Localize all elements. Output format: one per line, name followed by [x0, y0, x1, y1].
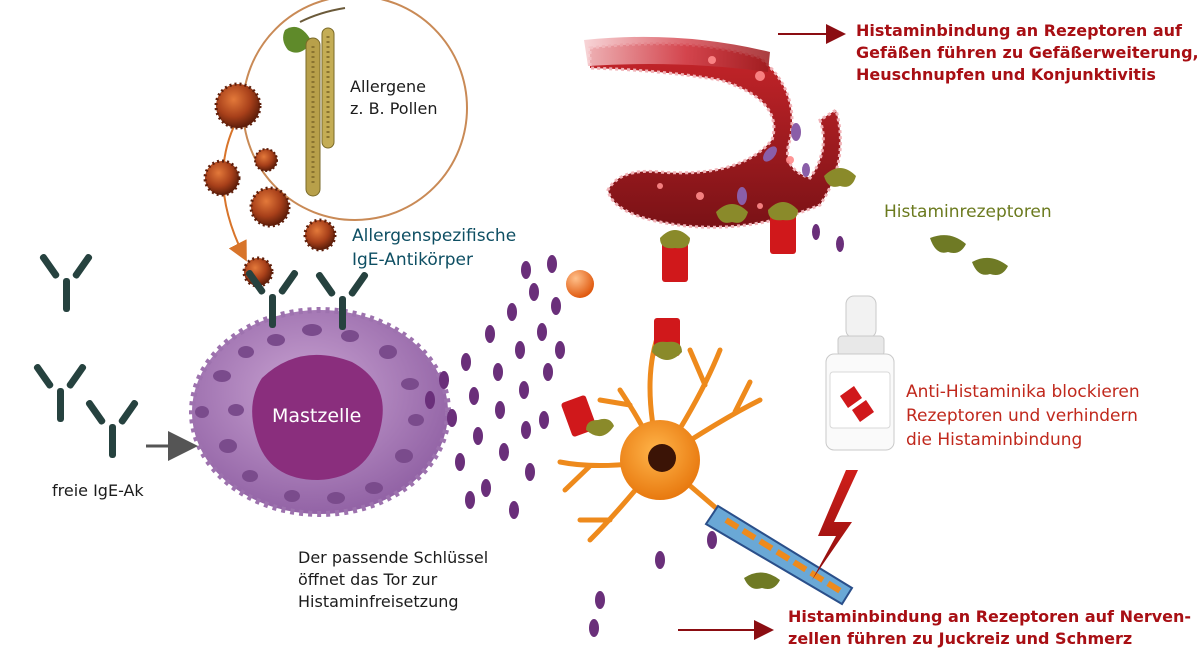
- receptor-icon: [716, 204, 748, 223]
- neuron-nucleus: [648, 444, 676, 472]
- key-caption: Der passende Schlüssel öffnet das Tor zu…: [298, 548, 489, 611]
- free-receptors: [744, 235, 1008, 589]
- receptor-icon: [652, 318, 682, 360]
- antibody-icon: [33, 363, 87, 422]
- mast-cell: [189, 307, 451, 517]
- receptor-icon: [824, 168, 856, 187]
- eye-drop-bottle: [825, 295, 895, 451]
- pollen-grain-icon: [303, 218, 337, 252]
- neuron-receptors: [561, 318, 682, 437]
- histamine-ball: [566, 270, 594, 298]
- receptor-icon: [660, 230, 690, 282]
- vessel-effect-text: Histaminbindung an Rezeptoren auf Gefäße…: [856, 21, 1199, 84]
- receptor-icon: [852, 400, 874, 422]
- free-ige-label: freie IgE-Ak: [52, 481, 144, 500]
- nerve-effect-text: Histaminbindung an Rezeptoren auf Nerven…: [788, 607, 1192, 648]
- receptor-icon: [840, 386, 862, 408]
- neuron: [557, 327, 854, 606]
- mast-cell-label: Mastzelle: [272, 405, 362, 427]
- ige-antibodies: [33, 253, 369, 458]
- antibody-icon: [39, 253, 93, 312]
- lightning-bolt-icon: [812, 470, 858, 580]
- allergen-label: Allergene z. B. Pollen: [350, 77, 438, 118]
- pollen-grain-icon: [214, 82, 262, 130]
- ige-specific-label: Allergenspezifische IgE-Antikörper: [352, 226, 517, 270]
- antibody-icon: [245, 269, 299, 328]
- receptor-icon: [768, 202, 798, 254]
- pollen-grain-icon: [203, 159, 241, 197]
- mast-cell-nucleus: [252, 354, 383, 480]
- pollen-grain-icon: [254, 148, 278, 172]
- pollen-magnifier: [242, 0, 468, 221]
- antihistamine-label: Anti-Histaminika blockieren Rezeptoren u…: [906, 382, 1140, 450]
- birch-leaf-icon: [283, 26, 312, 53]
- antibody-icon: [315, 271, 369, 330]
- vessel-receptors: [660, 168, 856, 282]
- pollen-grain-icon: [249, 186, 291, 228]
- receptor-icon: [561, 395, 614, 437]
- receptors-label: Histaminrezeptoren: [884, 202, 1052, 222]
- blood-vessel: [584, 36, 842, 229]
- antibody-icon: [85, 399, 139, 458]
- histamine-granules: [425, 224, 844, 637]
